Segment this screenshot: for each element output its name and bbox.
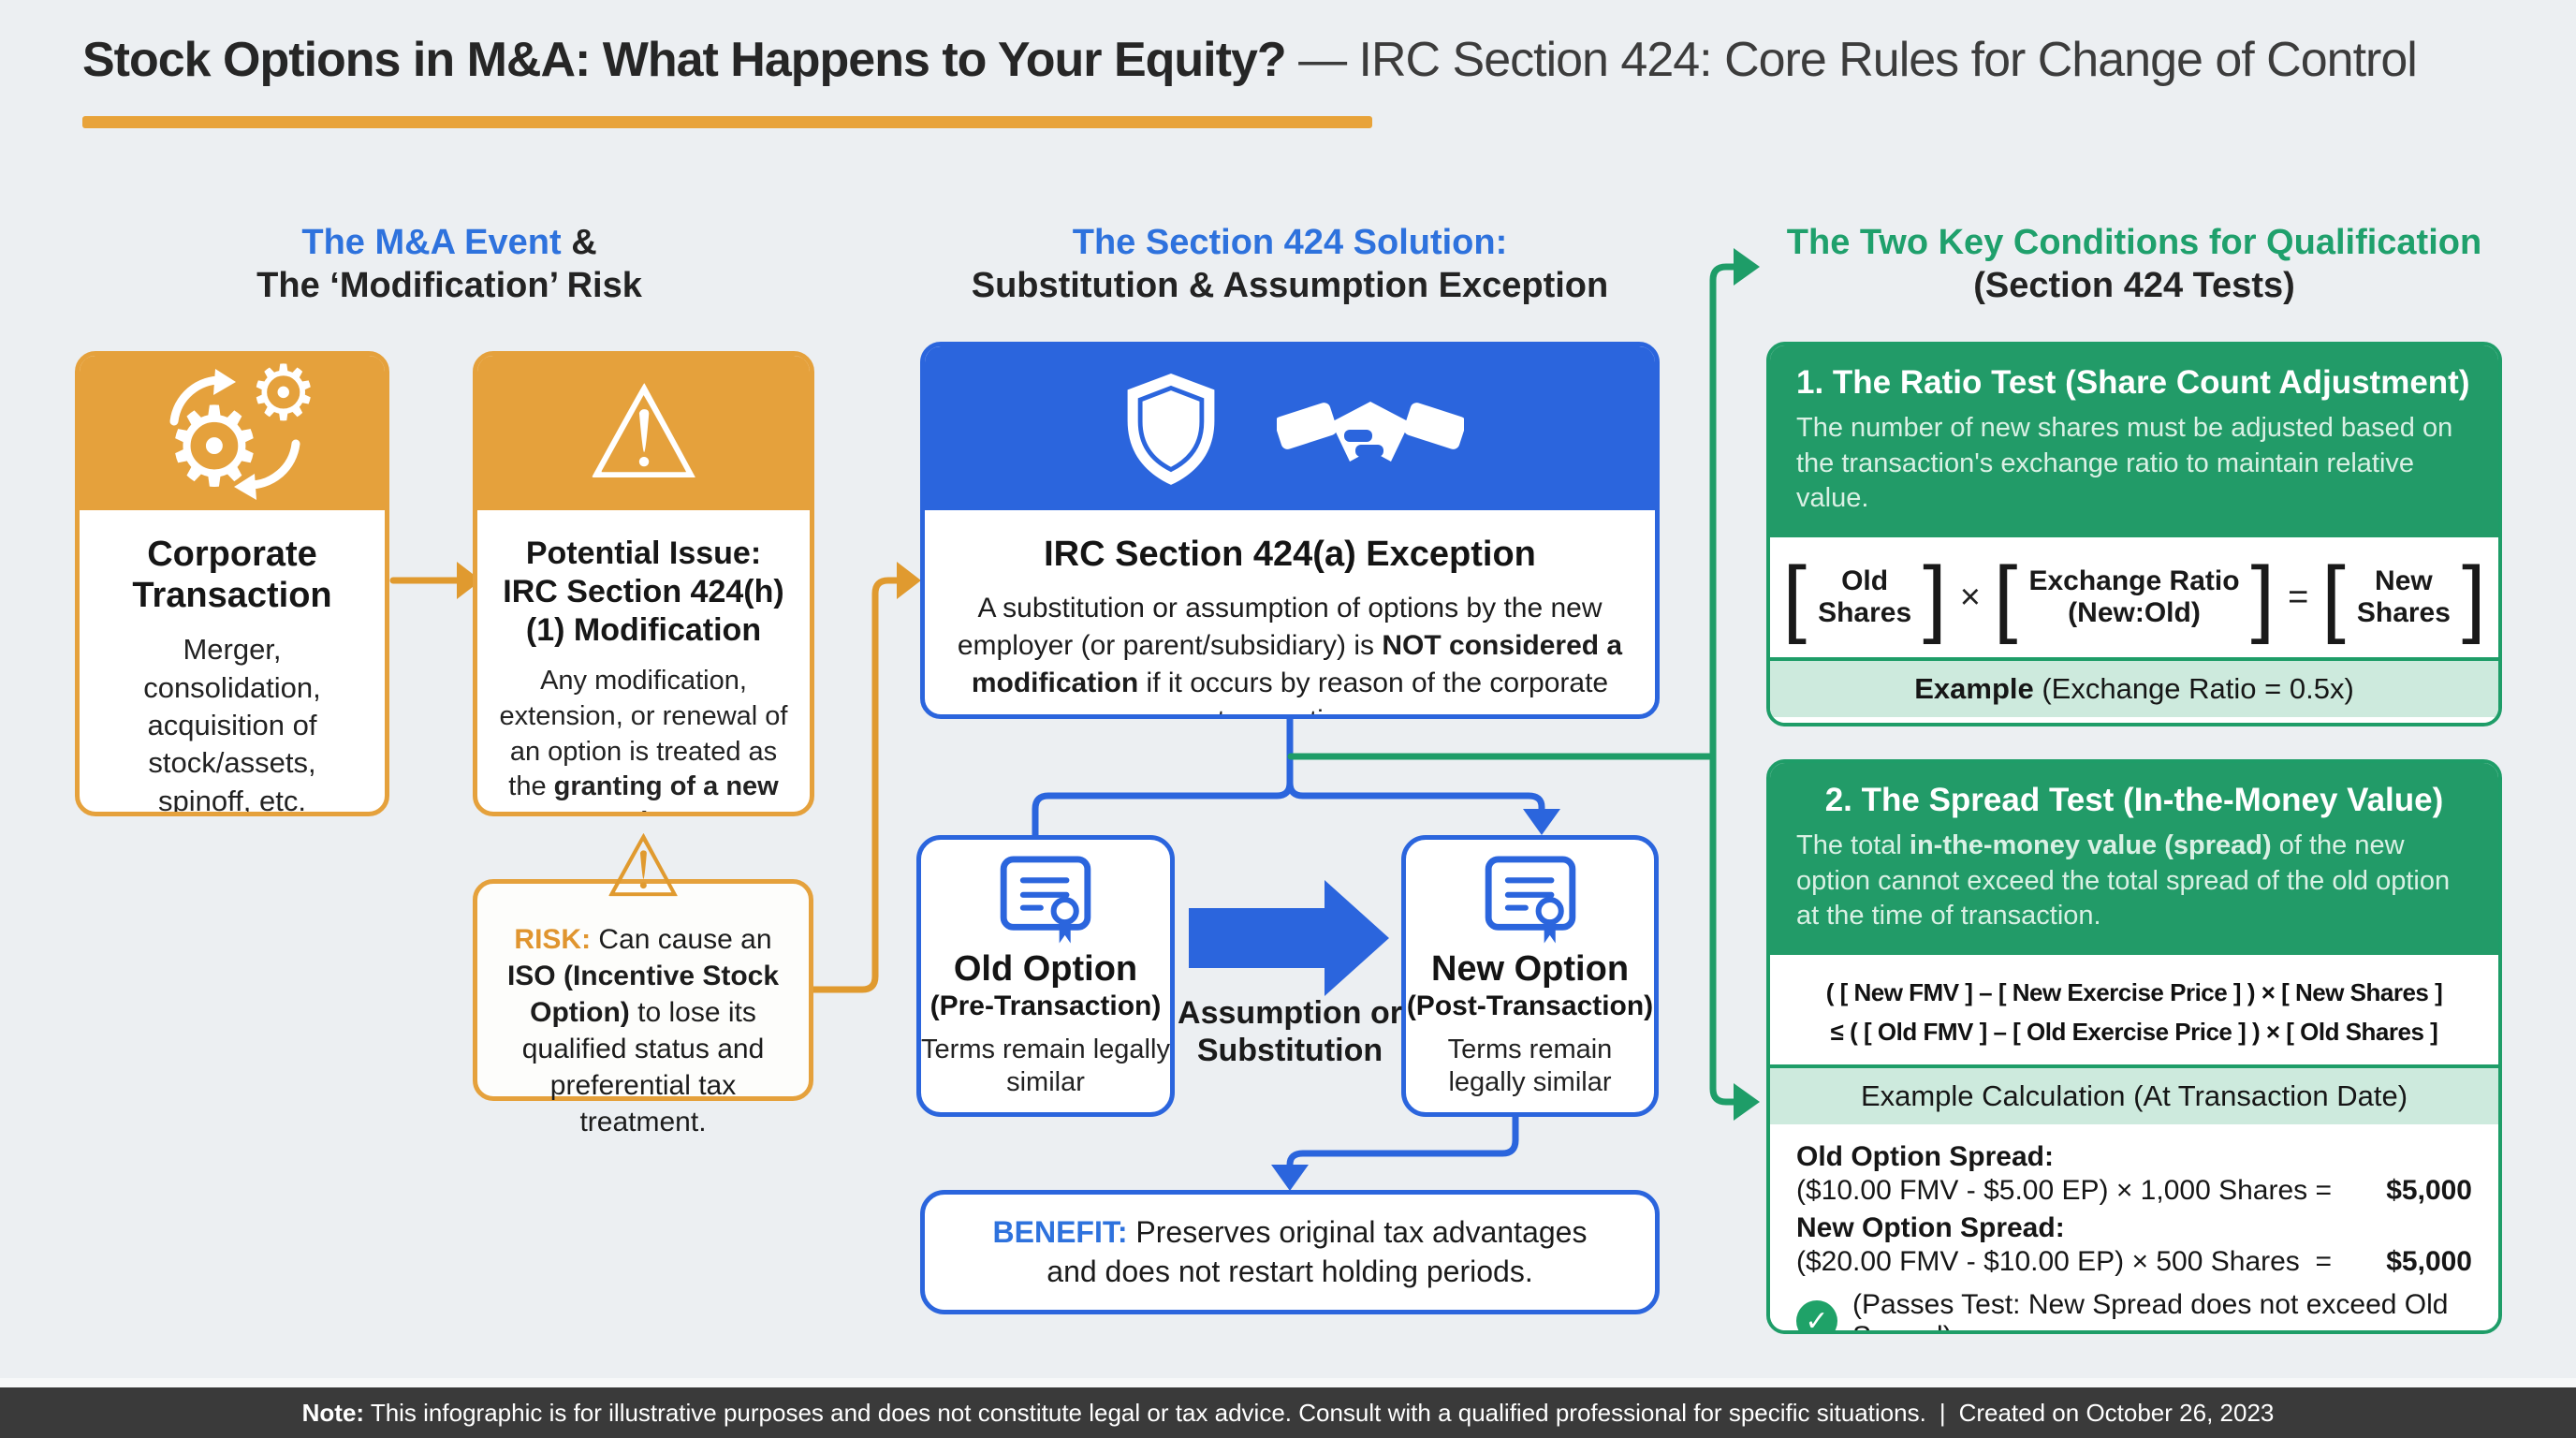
spread-example-bar: Example Calculation (At Transaction Date… bbox=[1770, 1064, 2498, 1125]
handshake-icon bbox=[1276, 401, 1464, 462]
right-column-heading: The Two Key Conditions for Qualification… bbox=[1769, 221, 2499, 308]
potential-issue-body: Any modification, extension, or renewal … bbox=[499, 666, 788, 812]
page-title-subtitle: IRC Section 424: Core Rules for Change o… bbox=[1358, 33, 2418, 87]
old-option-body: Terms remain legally similar bbox=[921, 1034, 1170, 1098]
new-option-subtitle: (Post-Transaction) bbox=[1406, 990, 1654, 1021]
spread-formula: ( [ New FMV ] – [ New Exercise Price ] )… bbox=[1770, 955, 2498, 1065]
old-option-box: Old Option (Pre-Transaction) Terms remai… bbox=[916, 835, 1175, 1117]
page-title-main: Stock Options in M&A: What Happens to Yo… bbox=[82, 33, 1287, 87]
exception-title: IRC Section 424(a) Exception bbox=[1044, 535, 1536, 574]
spread-example: Old Option Spread: ($10.00 FMV - $5.00 E… bbox=[1770, 1124, 2498, 1330]
spread-test-box: 2. The Spread Test (In-the-Money Value) … bbox=[1766, 759, 2502, 1334]
corporate-transaction-title: Corporate Transaction bbox=[132, 535, 332, 615]
footer-bar: Note: This infographic is for illustrati… bbox=[0, 1387, 2576, 1438]
connector-new-option-to-benefit bbox=[1271, 1110, 1519, 1191]
new-option-title: New Option bbox=[1430, 949, 1630, 989]
new-option-box: New Option (Post-Transaction) Terms rema… bbox=[1401, 835, 1659, 1117]
certificate-icon bbox=[1485, 856, 1575, 944]
warning-triangle-icon: ⚠ bbox=[585, 357, 702, 508]
ratio-test-title: 1. The Ratio Test (Share Count Adjustmen… bbox=[1796, 364, 2470, 401]
risk-warning-triangle-icon: ⚠ bbox=[604, 816, 682, 917]
footer-note: Note: This infographic is for illustrati… bbox=[301, 1398, 1926, 1427]
left-column-heading: The M&A Event & The ‘Modification’ Risk bbox=[187, 221, 711, 308]
center-column-heading: The Section 424 Solution: Substitution &… bbox=[953, 221, 1627, 308]
potential-issue-title: Potential Issue: IRC Section 424(h)(1) M… bbox=[503, 536, 784, 648]
exception-box: IRC Section 424(a) Exception A substitut… bbox=[920, 342, 1660, 719]
old-spread-row: ($10.00 FMV - $5.00 EP) × 1,000 Shares =… bbox=[1796, 1175, 2472, 1207]
new-option-body: Terms remain legally similar bbox=[1447, 1034, 1613, 1098]
new-spread-row: ($20.00 FMV - $10.00 EP) × 500 Shares = … bbox=[1796, 1246, 2472, 1278]
potential-issue-header: ⚠ bbox=[477, 356, 810, 510]
assumption-arrow-label: Assumption or Substitution bbox=[1178, 995, 1402, 1069]
right-heading-green: The Two Key Conditions for Qualification bbox=[1786, 223, 2482, 262]
ratio-test-box: 1. The Ratio Test (Share Count Adjustmen… bbox=[1766, 342, 2502, 726]
spread-test-header: 2. The Spread Test (In-the-Money Value) … bbox=[1770, 763, 2498, 956]
left-heading-blue: The M&A Event bbox=[301, 223, 562, 262]
new-spread-label: New Option Spread: bbox=[1796, 1212, 2065, 1244]
footer-strip bbox=[0, 1378, 2576, 1387]
left-heading-line2: The ‘Modification’ Risk bbox=[256, 266, 642, 306]
ratio-formula-exchange: Exchange Ratio(New:Old) bbox=[2028, 565, 2240, 629]
page-title: Stock Options in M&A: What Happens to Yo… bbox=[82, 32, 2516, 88]
passes-test-row: ✓ (Passes Test: New Spread does not exce… bbox=[1796, 1289, 2472, 1330]
page-title-dash: — bbox=[1285, 33, 1359, 87]
ratio-test-desc: The number of new shares must be adjuste… bbox=[1796, 413, 2453, 514]
left-heading-amp: & bbox=[561, 223, 597, 262]
ratio-example-bar: Example (Exchange Ratio = 0.5x) bbox=[1770, 657, 2498, 718]
benefit-text: BENEFIT: Preserves original tax advantag… bbox=[992, 1214, 1588, 1288]
corporate-transaction-body: Merger, consolidation, acquisition of st… bbox=[143, 633, 321, 816]
connector-exception-to-new-option bbox=[1286, 712, 1560, 835]
risk-text: RISK: Can cause an ISO (Incentive Stock … bbox=[506, 924, 780, 1137]
spread-test-desc: The total in-the-money value (spread) of… bbox=[1796, 830, 2451, 932]
risk-label: RISK: bbox=[514, 924, 592, 955]
connector-exception-to-old-option bbox=[1032, 712, 1294, 841]
connector-corporate-to-potential bbox=[389, 562, 481, 599]
center-heading-blue: The Section 424 Solution: bbox=[1072, 223, 1508, 262]
old-spread-label: Old Option Spread: bbox=[1796, 1141, 2054, 1173]
check-circle-icon: ✓ bbox=[1796, 1300, 1837, 1330]
risk-box: ⚠ RISK: Can cause an ISO (Incentive Stoc… bbox=[473, 824, 813, 1137]
old-option-subtitle: (Pre-Transaction) bbox=[929, 990, 1162, 1021]
footer-divider: | bbox=[1939, 1398, 1946, 1427]
benefit-label: BENEFIT: bbox=[992, 1214, 1128, 1249]
spread-test-title: 2. The Spread Test (In-the-Money Value) bbox=[1824, 782, 2444, 818]
right-heading-line2: (Section 424 Tests) bbox=[1973, 266, 2295, 306]
exception-header bbox=[925, 346, 1655, 510]
old-option-title: Old Option bbox=[953, 949, 1138, 989]
gears-sync-icon: ⚙ ⚙ bbox=[165, 351, 318, 511]
ratio-example-row: Old Options:1,000 Shares × 0.5 = New Opt… bbox=[1770, 717, 2498, 723]
center-heading-line2: Substitution & Assumption Exception bbox=[971, 266, 1609, 306]
shield-icon bbox=[1127, 373, 1214, 485]
assumption-arrow bbox=[1189, 880, 1389, 996]
ratio-test-header: 1. The Ratio Test (Share Count Adjustmen… bbox=[1770, 345, 2498, 538]
certificate-icon bbox=[1000, 856, 1091, 944]
corporate-transaction-box: ⚙ ⚙ Corporate Transaction Merger, consol… bbox=[75, 351, 389, 816]
title-underline bbox=[82, 116, 1372, 128]
corporate-transaction-header: ⚙ ⚙ bbox=[80, 356, 385, 510]
benefit-box: BENEFIT: Preserves original tax advantag… bbox=[920, 1190, 1660, 1314]
passes-test-text: (Passes Test: New Spread does not exceed… bbox=[1852, 1289, 2449, 1330]
connector-risk-to-exception bbox=[807, 562, 921, 993]
potential-issue-box: ⚠ Potential Issue: IRC Section 424(h)(1)… bbox=[473, 351, 814, 816]
exception-paragraph: A substitution or assumption of options … bbox=[957, 593, 1623, 714]
footer-created: Created on October 26, 2023 bbox=[1958, 1398, 2275, 1427]
